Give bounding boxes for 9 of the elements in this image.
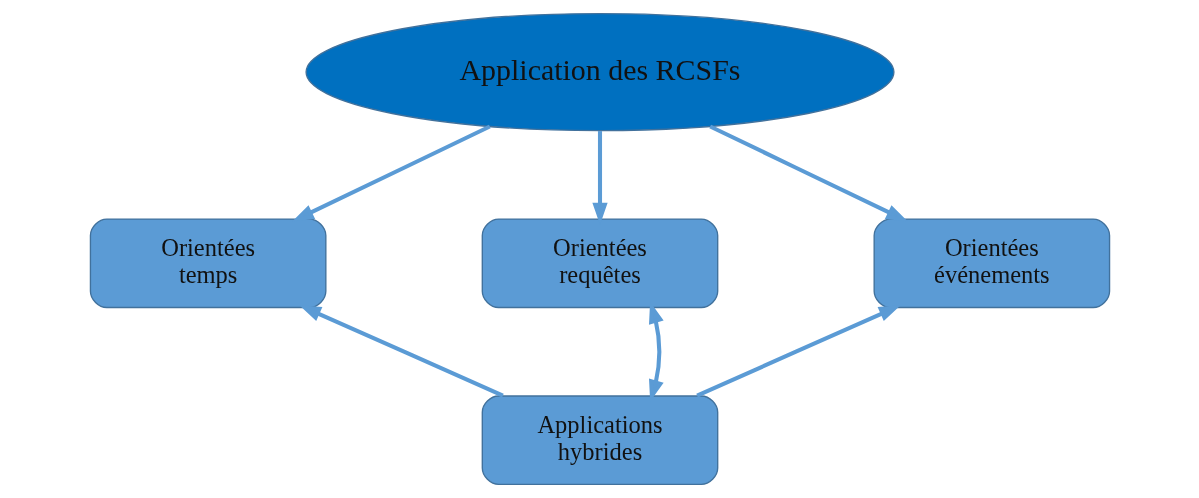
arrow: [291, 124, 491, 222]
arrow: [695, 305, 901, 398]
arrow: [298, 305, 504, 398]
node-box: Orientées événements: [873, 218, 1110, 309]
arrow: [708, 124, 908, 222]
node-ellipse: Application des RCSFs: [304, 12, 895, 132]
node-box: Orientées requêtes: [481, 218, 718, 309]
node-box: Applications hybrides: [481, 395, 718, 486]
node-box: Orientées temps: [89, 218, 326, 309]
